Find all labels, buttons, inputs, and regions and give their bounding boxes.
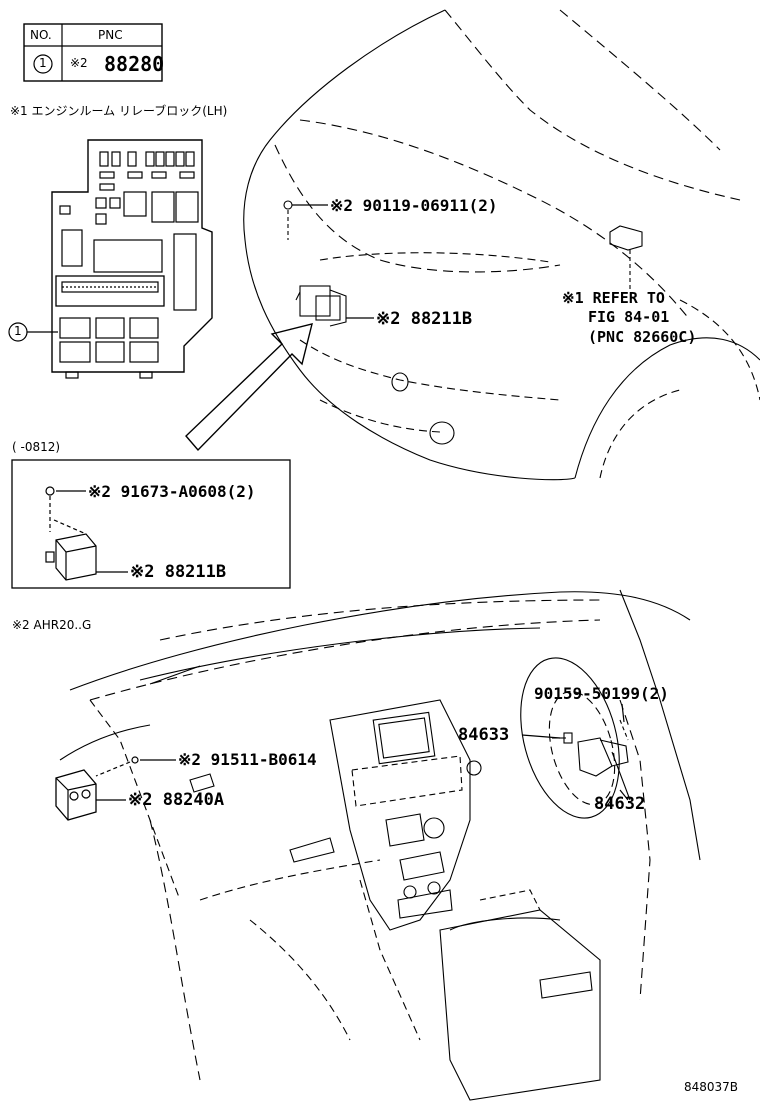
leader-bolt-column xyxy=(621,703,625,723)
pnc-table-grid xyxy=(23,23,163,82)
relay-block-drawing xyxy=(51,139,213,379)
table-header-pnc: PNC xyxy=(98,28,123,42)
refer-line-3: (PNC 82660C) xyxy=(588,328,697,346)
date-range-note: ( -0812) xyxy=(12,440,61,454)
inset-relay-label: ※2 88211B xyxy=(130,562,227,582)
figure-id: 848037B xyxy=(684,1080,739,1094)
bolt-column-label: 90159-50199(2) xyxy=(534,684,669,703)
dashboard-drawing xyxy=(59,589,701,1101)
refer-line-2: FIG 84-01 xyxy=(588,308,670,326)
bolt-hood-label: ※2 90119-06911(2) xyxy=(330,196,498,215)
dash-switch-drawing xyxy=(55,756,139,821)
relay-block-title: ※1 エンジンルーム リレーブロック(LH) xyxy=(10,104,228,118)
leader-84632 xyxy=(619,789,629,801)
inset-bolt-label: ※2 91673-A0608(2) xyxy=(88,482,256,501)
switch-dash-label: ※2 88240A xyxy=(128,790,225,810)
relay-block-item-number: 1 xyxy=(14,324,22,338)
table-item-circle xyxy=(33,54,53,74)
part-84633-label: 84633 xyxy=(458,725,510,745)
relay-block-item-circle xyxy=(8,322,28,342)
part-84632-label: 84632 xyxy=(594,794,646,814)
table-row-no: 1 xyxy=(39,56,47,70)
inset-relay-drawing xyxy=(45,486,97,581)
table-row-mark: ※2 xyxy=(70,56,88,70)
refer-line-1: ※1 REFER TO xyxy=(562,289,665,307)
inset-frame xyxy=(11,459,291,589)
table-row-pnc: 88280 xyxy=(104,52,165,76)
table-header-no: NO. xyxy=(30,28,52,42)
model-note: ※2 AHR20..G xyxy=(12,618,92,632)
screw-dash-label: ※2 91511-B0614 xyxy=(178,750,317,769)
leader-84633 xyxy=(521,734,561,739)
car-front-drawing xyxy=(243,9,760,481)
relay-hood-label: ※2 88211B xyxy=(376,309,473,329)
pointer-arrow xyxy=(185,323,313,452)
